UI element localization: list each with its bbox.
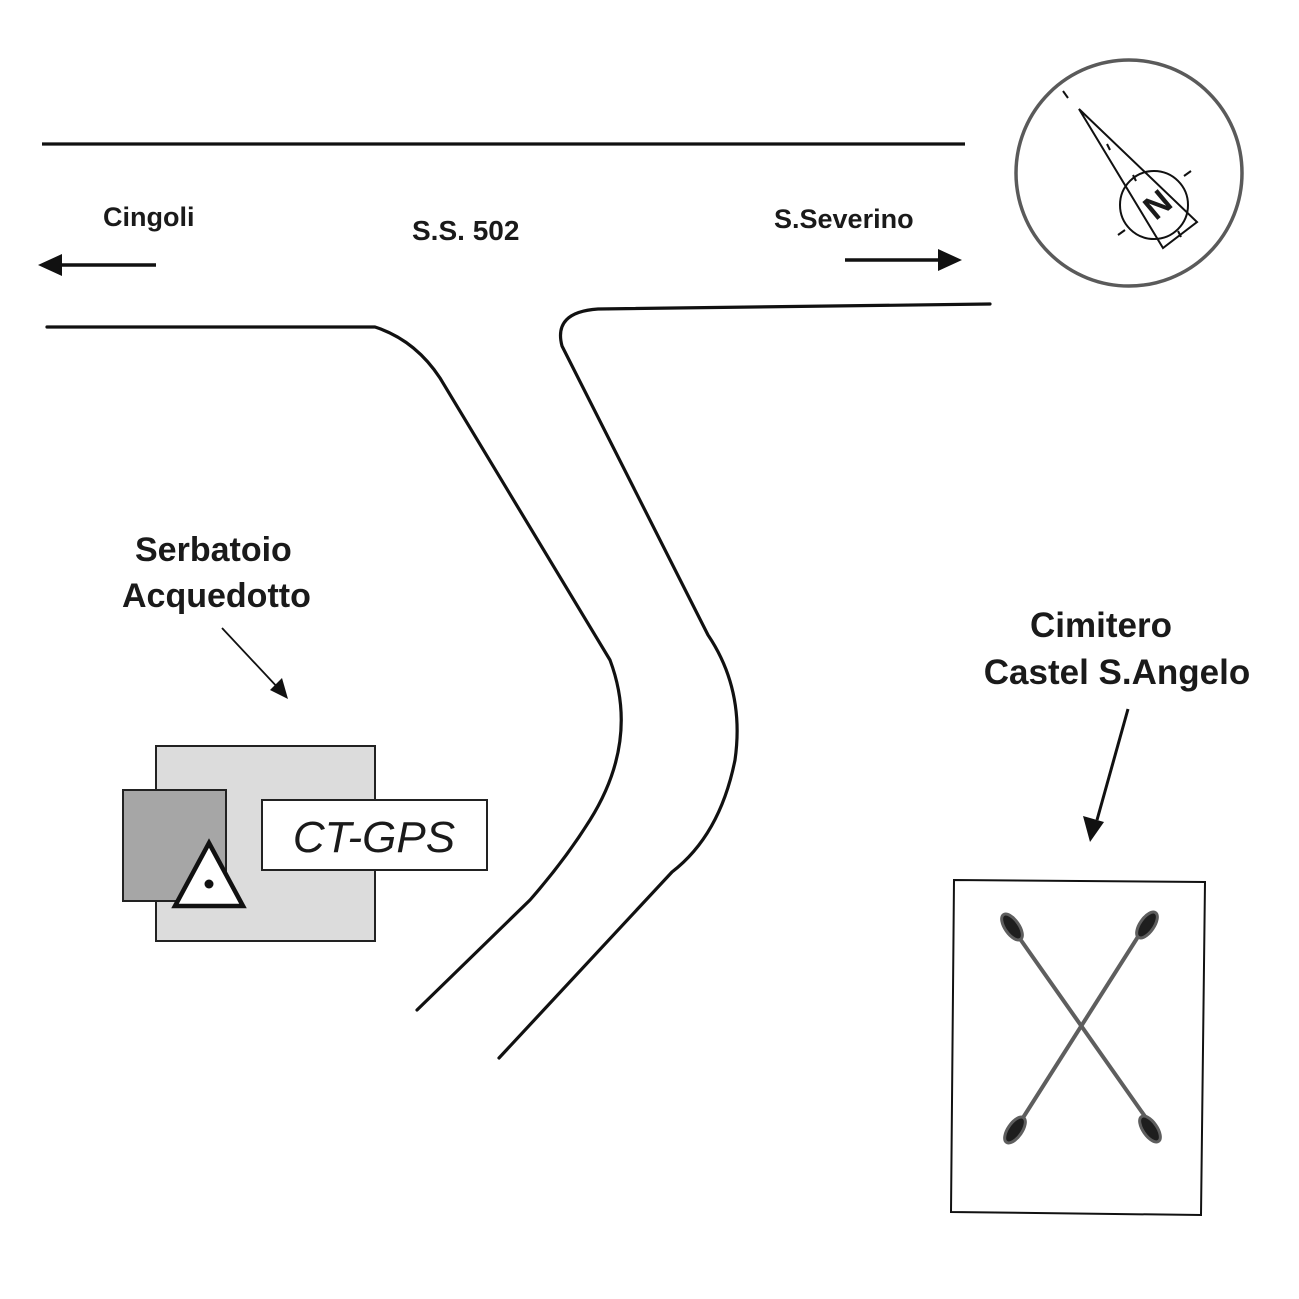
reservoir-label-line2: Acquedotto [122,577,311,615]
cemetery-label-line1: Cimitero [1030,606,1172,645]
road-bottom-right-edge [497,302,992,1060]
compass-north-label: N [1136,183,1179,228]
cemetery-label-line2: Castel S.Angelo [984,653,1250,692]
reservoir-pointer-arrow-icon [221,627,288,699]
arrow-left-icon [38,254,156,276]
north-arrow-icon: N [1014,58,1244,288]
cemetery-pointer-arrow-icon [1083,708,1130,842]
cemetery-plot [949,878,1207,1217]
gps-station-label-box: CT-GPS [261,799,488,871]
direction-label-sseverino: S.Severino [774,204,914,234]
arrow-right-icon [845,249,962,271]
direction-label-cingoli: Cingoli [103,202,194,232]
road-name-label: S.S. 502 [412,215,519,246]
cemetery-cross-icon [1000,910,1162,1145]
gps-station-label: CT-GPS [293,813,455,862]
gps-station-marker-icon [171,838,247,909]
road-bottom-left-edge [45,325,623,1012]
reservoir-label-line1: Serbatoio [135,531,292,569]
